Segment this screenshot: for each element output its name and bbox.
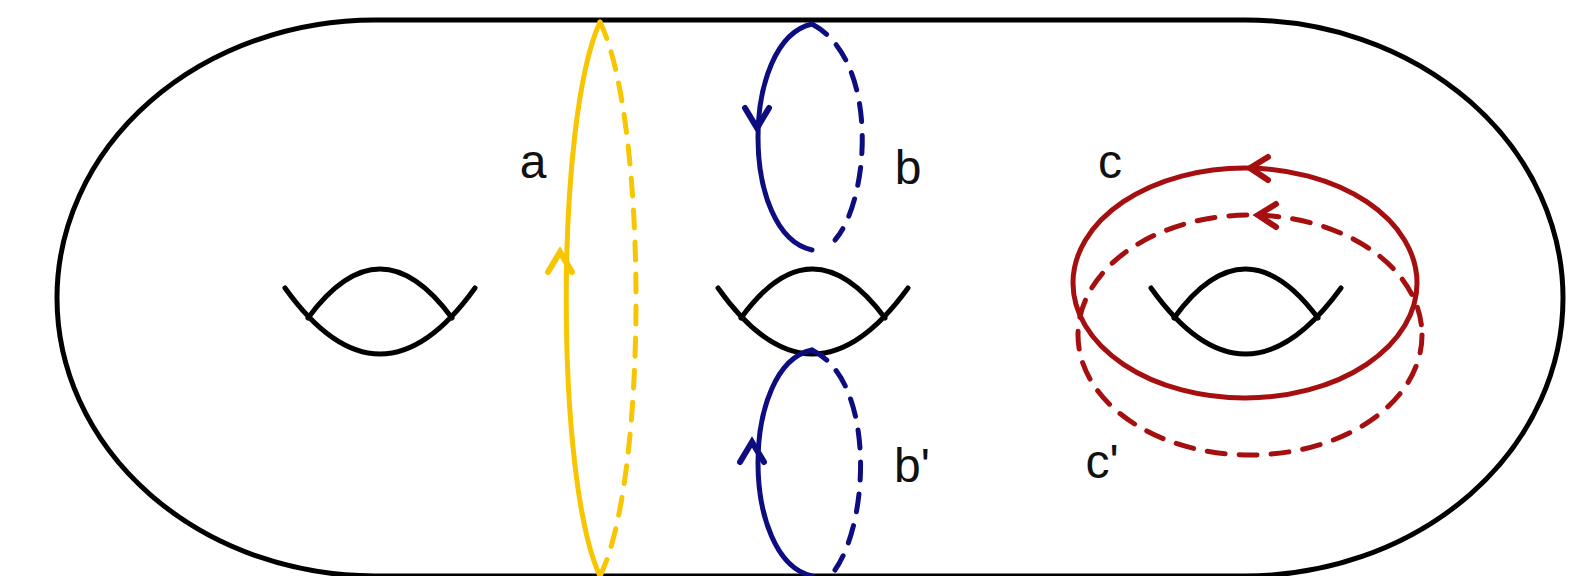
curve-a (548, 22, 636, 576)
surface-outline (57, 20, 1563, 576)
curve-label: a (520, 138, 547, 186)
curve-c-prime (1078, 204, 1422, 455)
hole (718, 269, 908, 354)
curve-label: b' (894, 442, 930, 490)
hole (285, 269, 475, 354)
curve-label: c' (1085, 438, 1118, 486)
curve-label: b (895, 144, 922, 192)
hole (1151, 269, 1341, 354)
curve-label: c (1098, 138, 1122, 186)
curve-b-prime (740, 350, 861, 576)
curve-b (745, 24, 862, 250)
curve-c (1073, 157, 1417, 398)
